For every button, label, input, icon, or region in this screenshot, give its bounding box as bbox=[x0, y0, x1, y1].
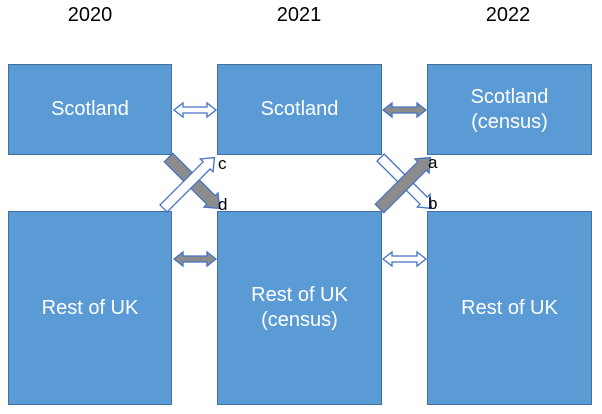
solid-double-arrow-icon bbox=[381, 101, 428, 119]
rest-of-uk-2020-box: Rest of UK bbox=[8, 211, 172, 405]
arrow-label-b: b bbox=[428, 194, 437, 213]
solid-diagonal-arrow-icon bbox=[374, 156, 432, 214]
box-label: Scotland bbox=[260, 98, 339, 120]
outline-diagonal-arrow-icon bbox=[159, 156, 216, 213]
solid-double-arrow-icon bbox=[172, 250, 218, 268]
year-header-2020: 2020 bbox=[67, 4, 113, 26]
scotland-2022-box: Scotland (census) bbox=[427, 64, 592, 155]
box-label: Rest of UK bbox=[251, 284, 348, 306]
box-sublabel: (census) bbox=[471, 110, 548, 133]
arrow-label-a: a bbox=[428, 153, 438, 172]
scotland-2020-box: Scotland bbox=[8, 64, 172, 155]
outline-double-arrow-icon bbox=[172, 101, 218, 119]
scotland-2021-box: Scotland bbox=[217, 64, 382, 155]
box-label: Rest of UK bbox=[461, 296, 558, 319]
box-label: Rest of UK bbox=[41, 296, 139, 319]
year-header-2021: 2021 bbox=[276, 4, 322, 26]
year-header-2022: 2022 bbox=[485, 4, 531, 26]
rest-of-uk-2022-box: Rest of UK bbox=[427, 211, 592, 405]
box-sublabel: (census) bbox=[261, 309, 338, 331]
arrow-label-d: d bbox=[218, 195, 227, 214]
rest-of-uk-2021-box: Rest of UK (census) bbox=[217, 211, 382, 405]
box-label: Scotland bbox=[51, 98, 129, 120]
arrow-label-c: c bbox=[218, 154, 227, 173]
outline-double-arrow-icon bbox=[381, 250, 428, 268]
box-label: Scotland bbox=[470, 85, 549, 108]
